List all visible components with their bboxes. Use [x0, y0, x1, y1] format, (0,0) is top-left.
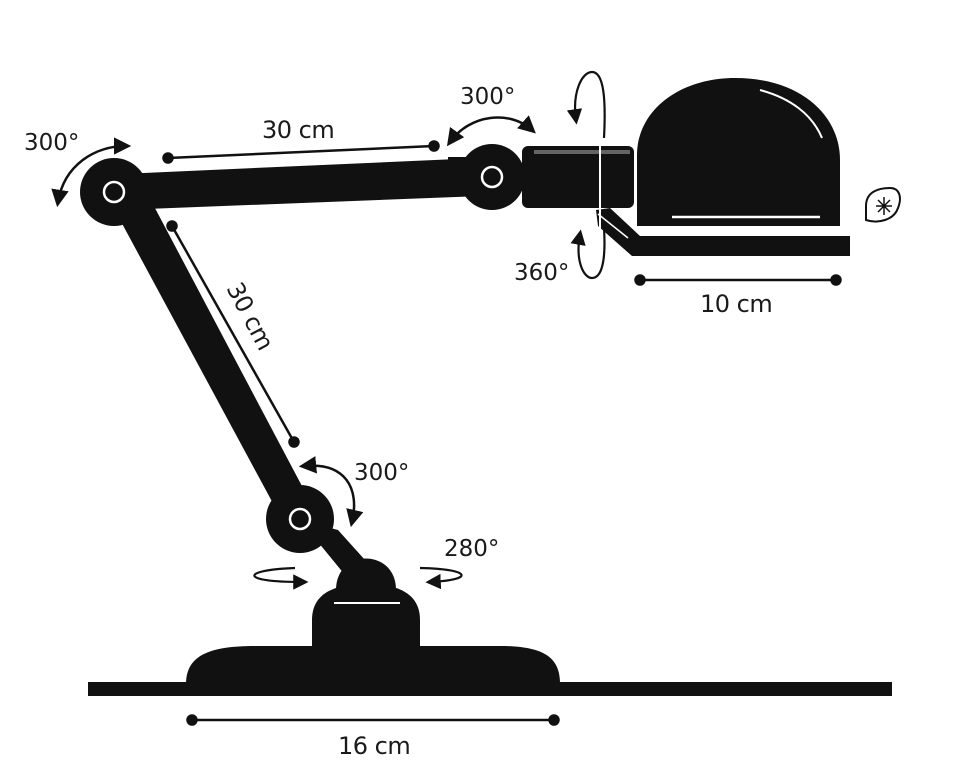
shade-length: 10 cm [700, 290, 772, 318]
elbow-joint [266, 485, 334, 553]
lamp-shade [522, 78, 850, 256]
head-joint [459, 144, 525, 210]
lamp-base [186, 558, 560, 684]
upper-arm [120, 157, 488, 210]
rotation-arrow-icon [51, 70, 606, 590]
lower-arm-length: 30 cm [221, 278, 280, 355]
dimension-lines [162, 140, 842, 726]
base-width: 16 cm [338, 732, 410, 760]
base-angle: 280° [444, 536, 499, 562]
head-angle: 300° [460, 84, 515, 110]
shade-angle: 360° [514, 260, 569, 286]
floor-line [88, 682, 892, 696]
elbow-angle: 300° [354, 460, 409, 486]
shoulder-joint [80, 158, 148, 226]
bulb-symbol-icon [865, 186, 901, 223]
upper-arm-length: 30 cm [262, 116, 334, 144]
shoulder-angle: 300° [24, 130, 79, 156]
